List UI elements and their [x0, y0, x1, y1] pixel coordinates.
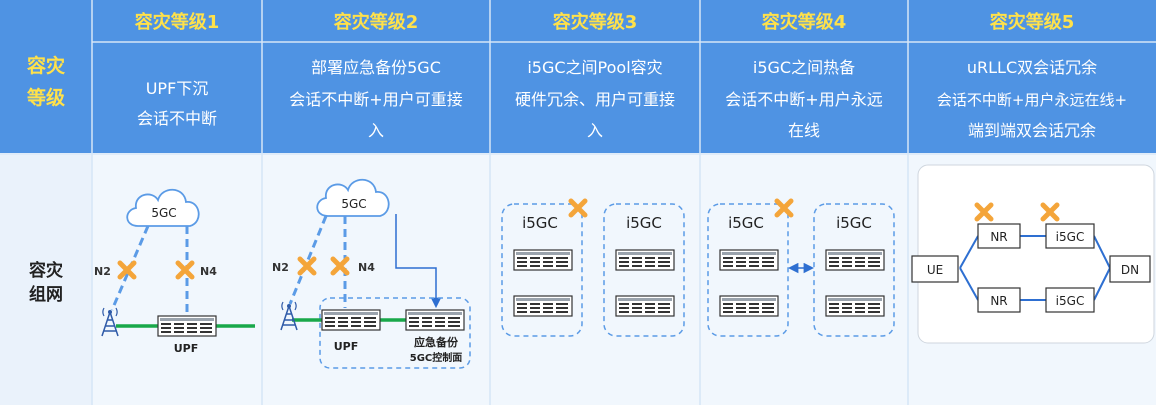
- diagram-level-3: i5GC i5GC: [501, 201, 685, 337]
- level-5-title: 容灾等级5: [990, 11, 1075, 33]
- level-2-line2: 会话不中断+用户可重接: [289, 90, 462, 109]
- d2-upf-label: UPF: [334, 340, 359, 353]
- d4-right-server-bottom-icon: [825, 295, 885, 317]
- d5-i5gc-bottom-label: i5GC: [1056, 294, 1085, 308]
- d5-nr-bottom-box: [977, 287, 1021, 313]
- d2-n2-label: N2: [272, 261, 289, 274]
- level-3-line2: 硬件冗余、用户可重接: [515, 90, 675, 109]
- d5-ue-label: UE: [927, 263, 943, 277]
- level-2-title: 容灾等级2: [334, 11, 419, 33]
- d4-left-label: i5GC: [728, 214, 764, 232]
- d3-left-i5gc-group: [501, 203, 583, 337]
- d5-ue-box: [911, 255, 959, 283]
- level-1-title: 容灾等级1: [135, 11, 220, 33]
- d1-n4-label: N4: [200, 265, 217, 278]
- level-4-title: 容灾等级4: [762, 11, 847, 33]
- level-2-line3: 入: [368, 121, 384, 140]
- d3-right-server-bottom-icon: [615, 295, 675, 317]
- d2-backup-label-line2: 5GC控制面: [410, 351, 463, 364]
- level-5-line3: 端到端双会话冗余: [968, 121, 1096, 140]
- diagram-level-2: 5GC N2 N4 UPF 应急备份 5GC控制面: [272, 178, 471, 369]
- level-3-line1: i5GC之间Pool容灾: [527, 58, 662, 77]
- diagram-level-1: 5GC N2 N4 UPF: [94, 188, 255, 355]
- d2-backup-label-line1: 应急备份: [414, 335, 459, 349]
- header-background: [0, 0, 1156, 153]
- d3-right-server-top-icon: [615, 249, 675, 271]
- d2-backup-arrow: [395, 214, 442, 309]
- level-1-line2: 会话不中断: [137, 109, 217, 128]
- d5-i5gc-dn-bottom-link: [1093, 267, 1111, 301]
- d2-edge-group: [319, 297, 471, 369]
- d1-n2-label: N2: [94, 265, 111, 278]
- d1-upf-server-icon: [157, 315, 217, 337]
- d1-cloud-label: 5GC: [151, 206, 176, 220]
- d3-right-i5gc-group: [603, 203, 685, 337]
- d4-right-i5gc-group: [813, 203, 895, 337]
- d5-nr-bottom-label: NR: [990, 294, 1007, 308]
- d4-left-server-bottom-icon: [719, 295, 779, 317]
- d3-right-label: i5GC: [626, 214, 662, 232]
- level-2-line1: 部署应急备份5GC: [311, 58, 441, 77]
- level-4-line3: 在线: [788, 121, 820, 140]
- d5-i5gc-top-label: i5GC: [1056, 230, 1085, 244]
- d2-n2-link: [288, 215, 328, 305]
- d5-nr-top-box: [977, 223, 1021, 249]
- d1-upf-label: UPF: [174, 342, 199, 355]
- level-3-line3: 入: [587, 121, 603, 140]
- d3-left-server-bottom-icon: [513, 295, 573, 317]
- d3-left-label: i5GC: [522, 214, 558, 232]
- row-label-background: [0, 155, 92, 405]
- level-4-line1: i5GC之间热备: [753, 58, 855, 77]
- diagram-level-4: i5GC i5GC: [707, 201, 895, 337]
- diagram-level-5: UE NR i5GC NR i5GC DN: [911, 164, 1155, 344]
- d4-right-server-top-icon: [825, 249, 885, 271]
- d5-dn-label: DN: [1121, 263, 1139, 277]
- d5-i5gc-dn-top-link: [1093, 235, 1111, 269]
- d5-ue-nr-bottom-link: [959, 267, 979, 301]
- d5-i5gc-top-box: [1045, 223, 1095, 249]
- level-5-line2: 会话不中断+用户永远在线+: [937, 91, 1127, 109]
- level-5-line1: uRLLC双会话冗余: [967, 58, 1097, 77]
- level-1-line1: UPF下沉: [146, 79, 209, 98]
- row-label-line1: 容灾: [29, 260, 64, 281]
- d4-left-server-top-icon: [719, 249, 779, 271]
- d2-cloud-label: 5GC: [341, 197, 366, 211]
- d3-left-server-top-icon: [513, 249, 573, 271]
- corner-label-line2: 等级: [26, 86, 65, 109]
- level-4-line2: 会话不中断+用户永远: [725, 90, 882, 109]
- d2-backup-server-icon: [405, 309, 465, 331]
- corner-label-line1: 容灾: [27, 54, 65, 77]
- d5-panel: [917, 164, 1155, 344]
- d4-right-label: i5GC: [836, 214, 872, 232]
- level-3-title: 容灾等级3: [553, 11, 638, 33]
- d2-upf-server-icon: [321, 309, 381, 331]
- d2-n4-label: N4: [358, 261, 375, 274]
- d5-dn-box: [1109, 255, 1151, 283]
- d5-i5gc-bottom-box: [1045, 287, 1095, 313]
- d5-ue-nr-top-link: [959, 235, 979, 269]
- d5-nr-top-label: NR: [990, 230, 1007, 244]
- row-label-line2: 组网: [29, 284, 63, 305]
